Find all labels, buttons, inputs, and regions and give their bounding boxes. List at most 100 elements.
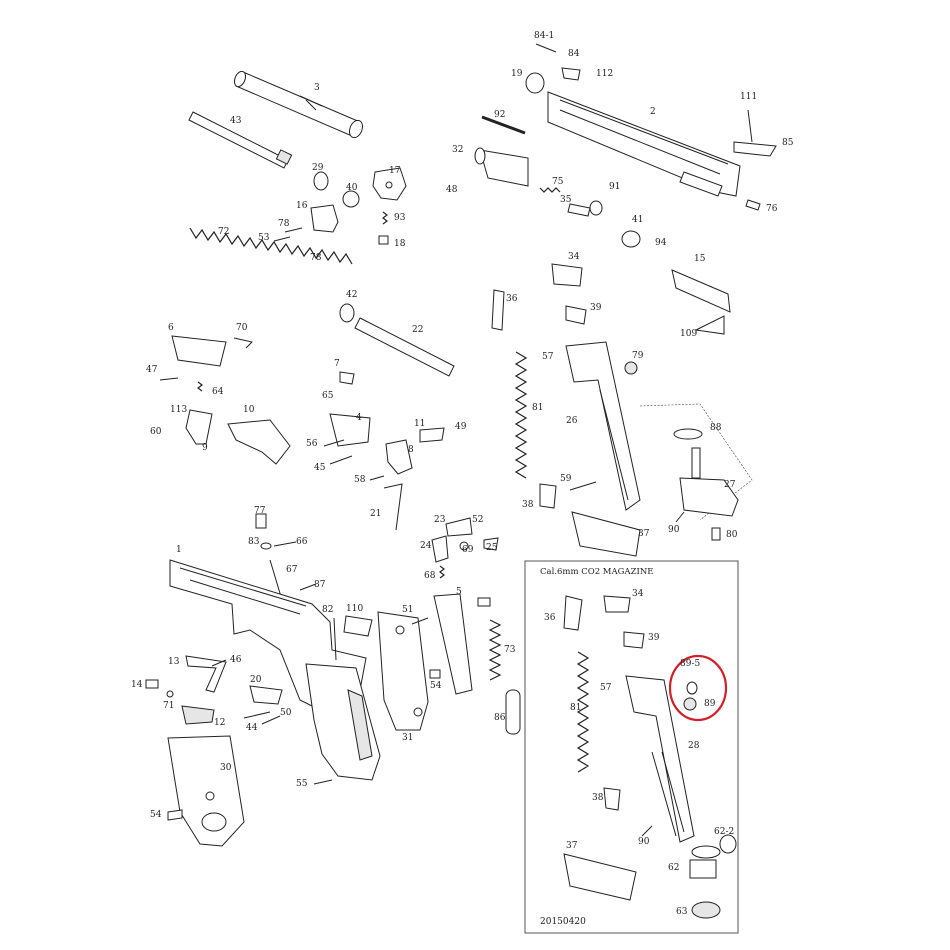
trigger-group [159,335,445,531]
label-66: 66 [296,537,308,547]
label-67: 67 [286,565,298,575]
label-20: 20 [250,675,262,685]
label-93: 93 [394,213,406,223]
label-54a: 54 [150,810,162,820]
label-16: 16 [296,201,308,211]
label-39b: 39 [648,633,660,643]
label-10: 10 [243,405,255,415]
label-70: 70 [236,323,248,333]
label-40: 40 [346,183,358,193]
label-25: 25 [486,543,498,553]
label-43: 43 [230,116,242,126]
label-35: 35 [560,195,572,205]
label-75: 75 [552,177,564,187]
label-58: 58 [354,475,366,485]
label-24: 24 [420,541,432,551]
label-62: 62 [668,863,679,873]
sear-group [431,517,521,735]
label-27: 27 [724,480,736,490]
label-94: 94 [655,238,667,248]
label-51: 51 [402,605,413,615]
inset-date-code: 20150420 [540,917,586,927]
highlight-circle [668,654,728,722]
label-32: 32 [452,145,463,155]
label-4: 4 [356,413,362,423]
label-12: 12 [214,718,225,728]
label-3: 3 [314,83,320,93]
label-36b: 36 [544,613,556,623]
label-89-5: 89-5 [680,659,700,669]
label-55: 55 [296,779,308,789]
label-37a: 37 [638,529,650,539]
label-19: 19 [511,69,523,79]
inset-title: Cal.6mm CO2 MAGAZINE [540,567,653,577]
label-113: 113 [170,405,187,415]
label-78b: 78 [310,253,322,263]
label-22: 22 [412,325,423,335]
label-57b: 57 [600,683,612,693]
label-81b: 81 [570,703,581,713]
label-48: 48 [446,185,458,195]
label-54b: 54 [430,681,442,691]
label-39a: 39 [590,303,602,313]
label-68: 68 [424,571,436,581]
label-64: 64 [212,387,224,397]
label-112: 112 [596,69,613,79]
label-26: 26 [566,416,578,426]
label-30: 30 [220,763,232,773]
label-9: 9 [202,443,208,453]
label-29: 29 [312,163,324,173]
label-5: 5 [456,587,462,597]
label-37b: 37 [566,841,578,851]
label-57a: 57 [542,352,554,362]
label-1: 1 [176,545,182,555]
label-87: 87 [314,580,326,590]
frame-group [145,513,441,847]
label-7: 7 [334,359,340,369]
label-11: 11 [414,419,425,429]
label-80: 80 [726,530,738,540]
label-79: 79 [632,351,644,361]
label-41: 41 [632,215,643,225]
label-111: 111 [740,92,757,102]
label-13: 13 [168,657,180,667]
label-47: 47 [146,365,158,375]
label-84: 84 [568,49,580,59]
label-53: 53 [258,233,270,243]
label-88: 88 [710,423,722,433]
label-59: 59 [560,474,572,484]
label-15: 15 [694,254,706,264]
label-38a: 38 [522,500,534,510]
label-23: 23 [434,515,446,525]
label-110: 110 [346,604,363,614]
label-82: 82 [322,605,333,615]
label-60: 60 [150,427,162,437]
label-28: 28 [688,741,700,751]
label-92: 92 [494,110,505,120]
label-6: 6 [168,323,174,333]
label-90a: 90 [668,525,680,535]
label-17: 17 [389,166,401,176]
label-34b: 34 [632,589,644,599]
label-49: 49 [455,422,467,432]
label-84-1: 84-1 [534,31,554,41]
label-91: 91 [609,182,620,192]
label-86: 86 [494,713,506,723]
label-45: 45 [314,463,326,473]
slide-assembly [474,43,777,335]
label-65: 65 [322,391,334,401]
label-71: 71 [163,701,174,711]
label-77: 77 [254,506,266,516]
label-34a: 34 [568,252,580,262]
label-14: 14 [131,680,143,690]
label-56: 56 [306,439,318,449]
label-62-2: 62-2 [714,827,734,837]
label-36a: 36 [506,294,518,304]
label-50: 50 [280,708,292,718]
label-2: 2 [650,107,656,117]
label-85: 85 [782,138,794,148]
label-78a: 78 [278,219,290,229]
label-18: 18 [394,239,406,249]
label-73: 73 [504,645,516,655]
